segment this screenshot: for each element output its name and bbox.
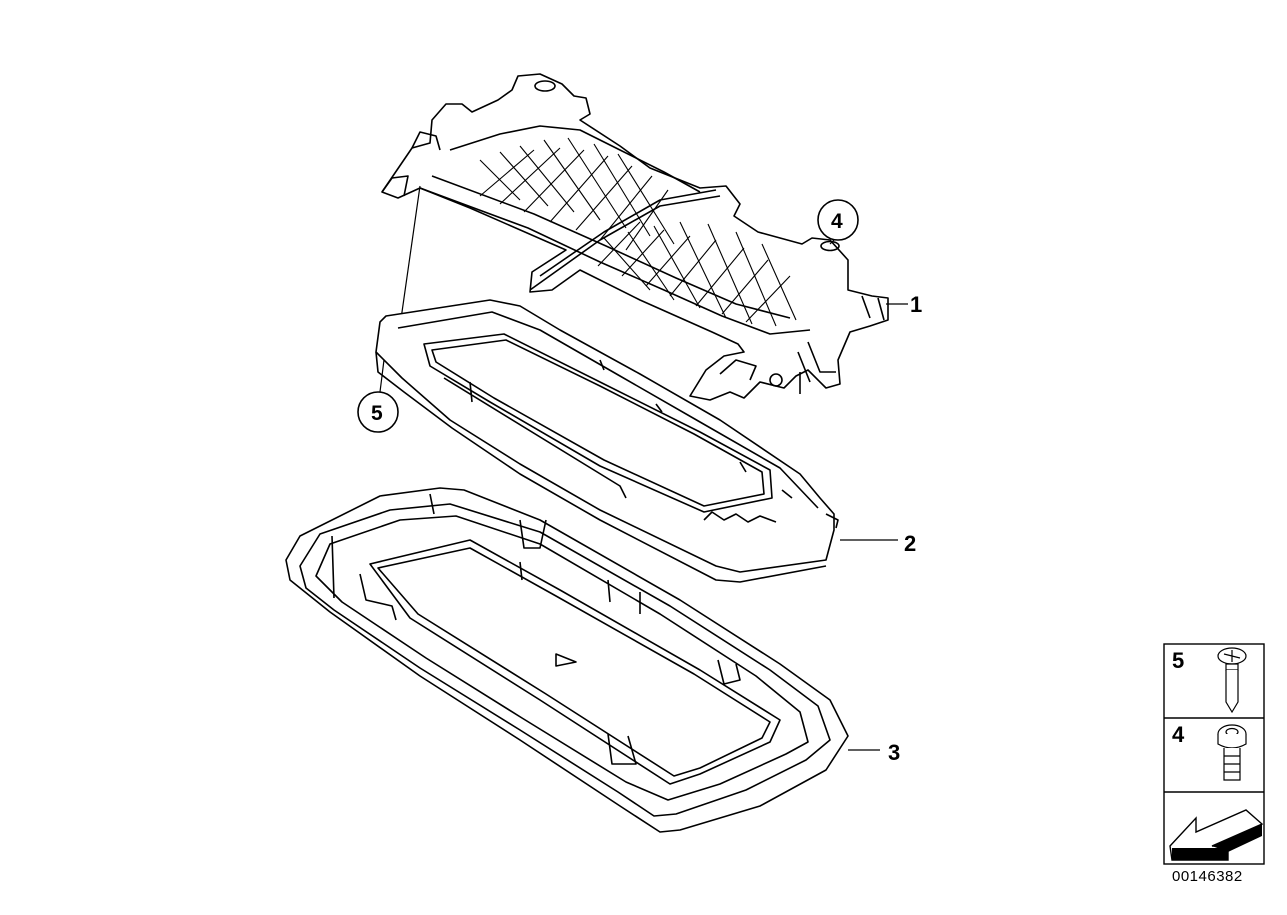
circled-callouts: 4 5: [357, 199, 859, 433]
callout-3: 3: [888, 740, 900, 765]
torx-bolt-icon: [1217, 724, 1247, 781]
circled-callout-4: 4: [831, 210, 843, 233]
legend-item-4-label: 4: [1172, 722, 1185, 747]
part-3-cover: [285, 487, 880, 833]
legend-item-5-label: 5: [1172, 648, 1184, 673]
arrow-icon: [1169, 809, 1264, 861]
legend-panel: 5 4: [1163, 643, 1265, 865]
circled-callout-5: 5: [371, 402, 383, 425]
callout-1: 1: [910, 292, 922, 317]
callouts: 1 2 3: [886, 292, 922, 765]
callout-2: 2: [904, 531, 916, 556]
part-1-grid-bracket: [381, 73, 889, 401]
screw-with-flange-icon: [1217, 647, 1247, 714]
diagram-number: 00146382: [1172, 868, 1243, 885]
part-2-frame: [375, 299, 898, 583]
